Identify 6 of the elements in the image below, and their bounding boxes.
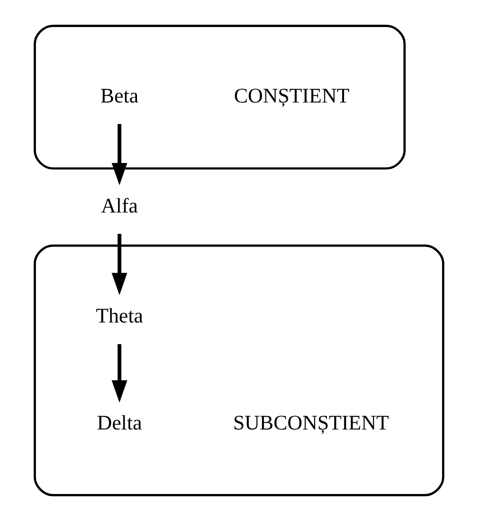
node-label: CONȘTIENT [234,84,350,108]
node-text: Alfa [101,194,138,218]
node-label: SUBCONȘTIENT [233,411,389,434]
node-text: Beta [100,84,138,108]
node-text: Theta [96,304,144,328]
node-text: Delta [96,411,142,434]
